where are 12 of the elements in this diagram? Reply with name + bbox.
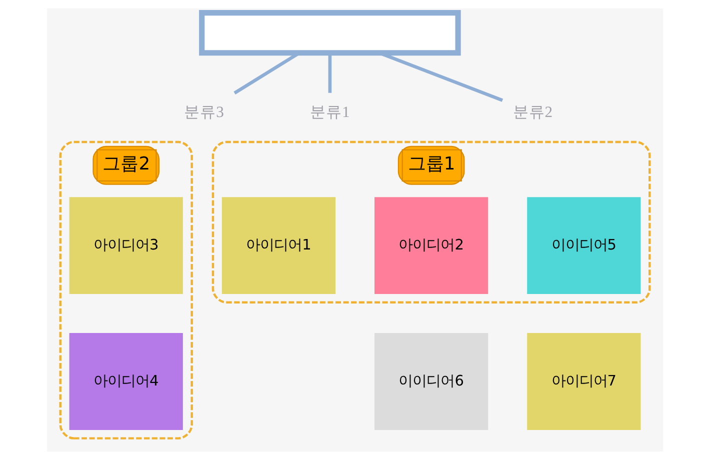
node-text: 분류3 <box>184 104 224 122</box>
node-box <box>199 10 461 56</box>
node-box: 아이디어2 <box>374 197 488 294</box>
connector <box>328 53 332 93</box>
node-box: 아이디어3 <box>69 197 183 294</box>
node-box: 아이디어4 <box>69 333 183 430</box>
node-box: 이이디어6 <box>374 333 488 430</box>
node-text: 분류1 <box>310 104 350 122</box>
node-box: 이이디어5 <box>527 197 641 294</box>
node-text: 분류2 <box>512 104 553 122</box>
node-box: 아이디어7 <box>527 333 641 430</box>
node-box: 아이디어1 <box>222 197 336 294</box>
